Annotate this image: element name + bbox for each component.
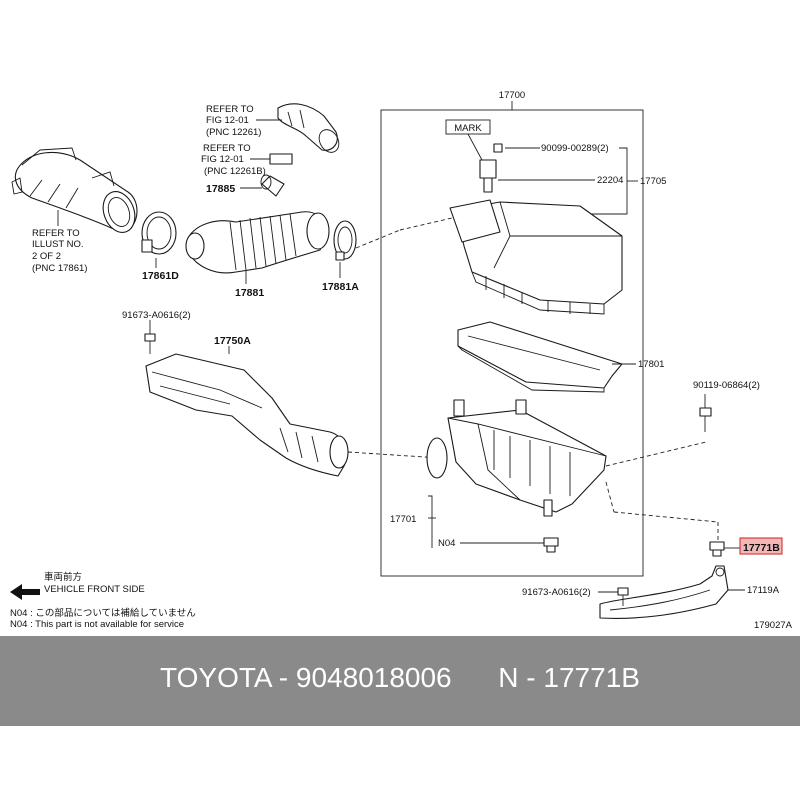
label-90119[interactable]: 90119-06864(2) [693,380,760,391]
bolt-91673-bottom-illustration [617,587,629,606]
label-90099[interactable]: 90099-00289(2) [541,143,609,154]
label-17771b[interactable]: 17771B [743,542,780,554]
exploded-parts-diagram: 17700 REFER TO ILLUST NO. 2 OF 2 (PNC 17… [10,90,793,631]
svg-text:(PNC 12261): (PNC 12261) [206,127,261,138]
svg-text:REFER TO: REFER TO [203,143,251,154]
label-17700[interactable]: 17700 [499,90,525,101]
air-cleaner-cap-17705-illustration [449,199,623,315]
air-cleaner-case-17701-illustration [426,399,607,517]
label-17705[interactable]: 17705 [640,176,666,187]
upper-hose-illustration [277,103,340,153]
refer-fig-1-label[interactable]: REFER TO FIG 12-01 (PNC 12261) [206,104,282,138]
air-filter-element-17801-illustration [457,321,623,393]
label-17750a[interactable]: 17750A [214,335,251,347]
label-n04[interactable]: N04 [438,538,455,549]
grommet-17771b-illustration [709,541,725,557]
label-91673-top[interactable]: 91673-A0616(2) [122,310,191,321]
svg-text:2 OF 2: 2 OF 2 [32,251,61,262]
svg-text:FIG 12-01: FIG 12-01 [201,154,244,165]
refer-fig-2-label[interactable]: REFER TO FIG 12-01 (PNC 12261B) [201,143,270,177]
label-17119a[interactable]: 17119A [747,585,780,596]
label-17881[interactable]: 17881 [235,287,264,299]
label-17885[interactable]: 17885 [206,183,235,195]
label-17801[interactable]: 17801 [638,359,664,370]
part-caption: TOYOTA - 9048018006 N - 17771B [160,662,640,693]
svg-text:ILLUST NO.: ILLUST NO. [32,239,84,250]
svg-text:(PNC 12261B): (PNC 12261B) [204,166,266,177]
bracket-17119a-illustration [599,565,729,619]
vehicle-front-arrow-icon [10,584,40,600]
label-91673-bottom[interactable]: 91673-A0616(2) [522,587,591,598]
label-17881a[interactable]: 17881A [322,281,359,293]
bellows-hose-17881-illustration [185,211,330,274]
svg-text:(PNC 17861): (PNC 17861) [32,263,87,274]
svg-text:FIG 12-01: FIG 12-01 [206,115,249,126]
bolt-91673-top-illustration [144,333,156,354]
svg-text:REFER TO: REFER TO [206,104,254,115]
caption-bar [0,636,800,726]
hose-clamp-17881a-illustration [333,220,357,261]
label-22204[interactable]: 22204 [597,175,623,186]
air-flow-sensor-22204-illustration [479,159,497,193]
label-front-en: VEHICLE FRONT SIDE [44,584,145,595]
connector-12261b-illustration [269,153,293,165]
highlight-17771b [739,537,783,555]
bolt-90119-illustration [699,407,712,432]
intake-duct-illustration [11,147,138,233]
label-17861d[interactable]: 17861D [142,270,179,282]
svg-text:REFER TO: REFER TO [32,228,80,239]
hose-clamp-17861d-illustration [141,211,177,255]
screw-90099-illustration [493,143,503,153]
label-front-jp: 車両前方 [44,571,82,583]
sleeve-17885-illustration [260,174,285,197]
inlet-duct-17750a-illustration [145,353,349,477]
note-n04-jp: N04 : この部品については補給していません [10,607,196,619]
label-mark[interactable]: MARK [454,123,482,134]
grommet-n04-illustration [543,537,559,553]
note-n04-en: N04 : This part is not available for ser… [10,619,184,630]
refer-illust-label[interactable]: REFER TO ILLUST NO. 2 OF 2 (PNC 17861) [32,210,87,274]
label-17701[interactable]: 17701 [390,514,416,525]
figure-number: 179027A [754,620,793,631]
